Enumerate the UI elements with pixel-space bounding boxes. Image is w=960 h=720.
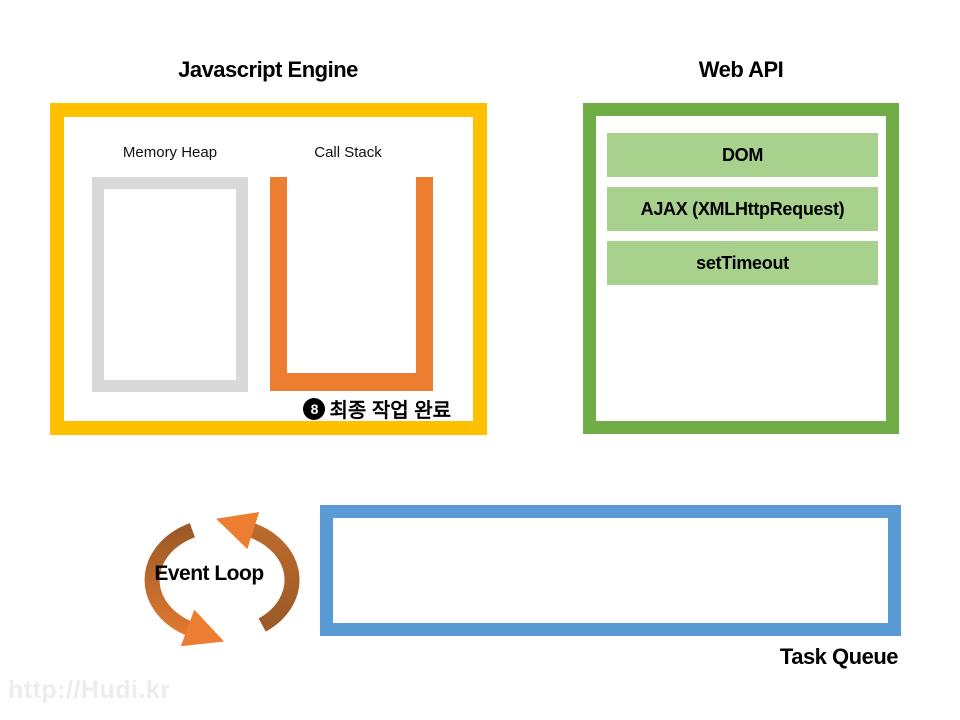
task-queue-label: Task Queue <box>779 644 899 669</box>
step-caption: 8 최종 작업 완료 <box>303 394 451 423</box>
web-api-box: DOM AJAX (XMLHttpRequest) setTimeout <box>583 103 899 434</box>
memory-heap-box <box>92 177 248 392</box>
step-8-badge-icon: 8 <box>303 397 326 420</box>
web-api-title: Web API <box>698 57 784 82</box>
web-api-item-ajax: AJAX (XMLHttpRequest) <box>607 187 878 231</box>
circular-arrows-icon <box>144 512 300 647</box>
task-queue-box <box>320 505 901 636</box>
call-stack-label: Call Stack <box>314 144 382 161</box>
js-engine-box: Memory Heap Call Stack 8 최종 작업 완료 <box>50 103 487 435</box>
js-engine-title: Javascript Engine <box>178 57 358 82</box>
call-stack-shape <box>270 177 433 391</box>
event-loop-label: Event Loop <box>154 562 264 585</box>
watermark: http://Hudi.kr <box>8 676 171 704</box>
step-caption-text: 최종 작업 완료 <box>329 400 451 422</box>
web-api-item-dom: DOM <box>607 133 878 177</box>
memory-heap-label: Memory Heap <box>122 144 218 161</box>
web-api-item-settimeout: setTimeout <box>607 241 878 285</box>
